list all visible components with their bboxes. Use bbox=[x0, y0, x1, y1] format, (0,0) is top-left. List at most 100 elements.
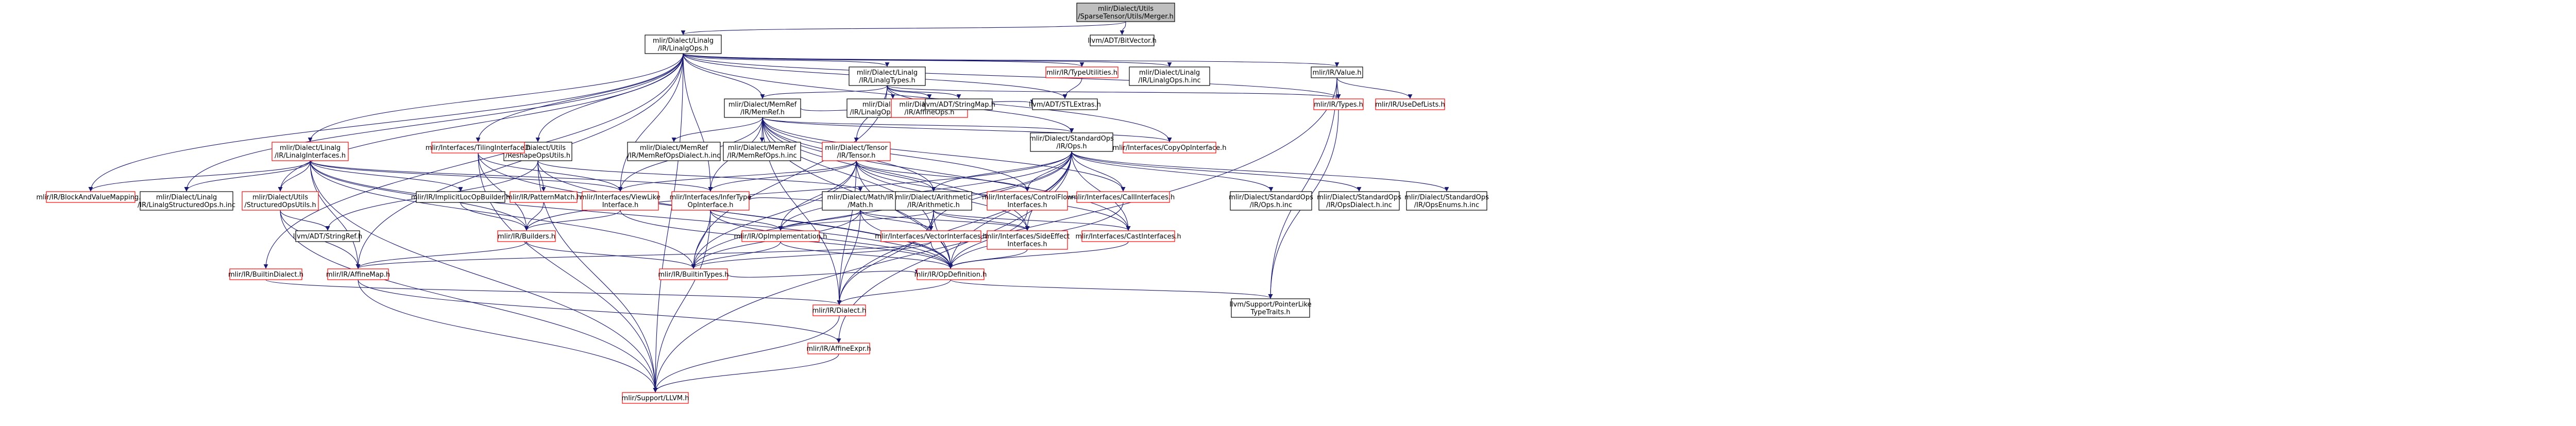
node-linalgtypes[interactable]: mlir/Dialect/Linalg/IR/LinalgTypes.h bbox=[849, 66, 926, 86]
node-label: mlir/Dialect/Linalg bbox=[653, 37, 714, 45]
node-label: /IR/OpsEnums.h.inc bbox=[1414, 201, 1480, 209]
node-callint[interactable]: mlir/Interfaces/CallInterfaces.h bbox=[1072, 191, 1175, 203]
node-memref[interactable]: mlir/Dialect/MemRef/IR/MemRef.h bbox=[724, 98, 801, 118]
node-label: /IR/LinalgStructuredOps.h.inc bbox=[138, 201, 235, 209]
edge-arith-to-sideeffect bbox=[933, 210, 1030, 231]
node-box bbox=[510, 191, 578, 203]
node-linalgops[interactable]: mlir/Dialect/Linalg/IR/LinalgOps.h bbox=[645, 35, 722, 54]
node-box bbox=[1406, 191, 1487, 211]
node-stringref[interactable]: llvm/ADT/StringRef.h bbox=[293, 230, 362, 242]
edge-linalgops-to-linalgopsinc bbox=[683, 53, 1172, 67]
node-label: mlir/Dialect/Math/IR bbox=[827, 194, 893, 201]
node-label: /IR/Ops.h.inc bbox=[1250, 201, 1292, 209]
node-bitvector[interactable]: llvm/ADT/BitVector.h bbox=[1088, 35, 1157, 46]
node-typeutils[interactable]: mlir/IR/TypeUtilities.h bbox=[1045, 66, 1118, 78]
node-patternmatch[interactable]: mlir/IR/PatternMatch.h bbox=[506, 191, 581, 203]
edge-tensor-to-infertype bbox=[708, 160, 857, 192]
node-affineexpr[interactable]: mlir/IR/AffineExpr.h bbox=[806, 343, 871, 354]
nodes-layer: mlir/Dialect/Utils/SparseTensor/Utils/Me… bbox=[36, 3, 1489, 404]
node-box bbox=[1045, 66, 1118, 78]
node-box bbox=[416, 191, 505, 203]
edge-linalginterfaces-to-infertype bbox=[310, 160, 713, 192]
node-copyop[interactable]: mlir/Interfaces/CopyOpInterface.h bbox=[1113, 142, 1227, 154]
node-label: mlir/Dialect/StandardOps bbox=[1317, 194, 1401, 201]
node-stddialectinc[interactable]: mlir/Dialect/StandardOps/IR/OpsDialect.h… bbox=[1317, 191, 1401, 211]
edge-linalgtypes-to-memref bbox=[760, 85, 888, 99]
node-blockarg[interactable]: mlir/IR/BlockAndValueMapping.h bbox=[36, 191, 145, 203]
node-label: mlir/IR/BuiltinTypes.h bbox=[658, 271, 728, 279]
node-memrefdialectinc[interactable]: mlir/Dialect/MemRef/IR/MemRefOpsDialect.… bbox=[627, 142, 721, 161]
node-builtintypes[interactable]: mlir/IR/BuiltinTypes.h bbox=[658, 268, 729, 280]
edge-implicitloc-to-builders bbox=[460, 202, 529, 231]
node-box bbox=[229, 268, 302, 280]
node-affinemap[interactable]: mlir/IR/AffineMap.h bbox=[326, 268, 390, 280]
node-opimpl[interactable]: mlir/IR/OpImplementation.h bbox=[734, 230, 827, 242]
edge-infertype-to-builtintypes bbox=[691, 210, 711, 269]
edge-memref-to-controlflow bbox=[762, 117, 1030, 192]
node-arith[interactable]: mlir/Dialect/Arithmetic/IR/Arithmetic.h bbox=[895, 191, 972, 211]
edge-root-to-linalgops bbox=[681, 21, 1126, 35]
edge-memref-to-castint bbox=[762, 117, 1131, 231]
node-label: llvm/ADT/BitVector.h bbox=[1088, 37, 1156, 45]
node-tiling[interactable]: mlir/Interfaces/TilingInterface.h bbox=[426, 142, 531, 154]
edge-structuredops-to-stringref bbox=[280, 210, 330, 231]
node-stlextras[interactable]: llvm/ADT/STLExtras.h bbox=[1029, 98, 1101, 110]
node-label: OpInterface.h bbox=[687, 201, 733, 209]
edge-viewlike-to-builders bbox=[524, 210, 621, 231]
edge-linalgops-to-memref bbox=[683, 53, 765, 99]
node-box bbox=[917, 268, 985, 280]
node-box bbox=[987, 191, 1068, 211]
edge-tensor-to-builtintypes bbox=[691, 160, 857, 269]
node-label: mlir/Dialect/StandardOps bbox=[1229, 194, 1313, 201]
node-box bbox=[1076, 3, 1175, 22]
node-linalgopsinc[interactable]: mlir/Dialect/Linalg/IR/LinalgOps.h.inc bbox=[1129, 66, 1210, 86]
node-box bbox=[1129, 66, 1210, 86]
node-label: /IR/LinalgOps.h bbox=[658, 45, 708, 53]
edge-typeutils-to-stlextras bbox=[1062, 77, 1082, 99]
node-label: mlir/Interfaces/VectorInterfaces.h bbox=[875, 233, 987, 241]
node-label: /IR/Arithmetic.h bbox=[907, 201, 960, 209]
node-stdenums[interactable]: mlir/Dialect/StandardOps/IR/OpsEnums.h.i… bbox=[1404, 191, 1489, 211]
node-label: mlir/IR/TypeUtilities.h bbox=[1046, 69, 1117, 77]
edge-linalgops-to-builtindialect bbox=[263, 53, 684, 269]
node-tensor[interactable]: mlir/Dialect/Tensor/IR/Tensor.h bbox=[822, 142, 891, 161]
edge-linalginterfaces-to-viewlike bbox=[310, 160, 623, 192]
node-structuredops[interactable]: mlir/Dialect/Utils/StructuredOpsUtils.h bbox=[242, 191, 319, 211]
edge-linalginterfaces-to-implicitloc bbox=[310, 160, 463, 192]
node-structinc[interactable]: mlir/Dialect/Linalg/IR/LinalgStructuredO… bbox=[138, 191, 235, 211]
node-memrefopsinc[interactable]: mlir/Dialect/MemRef/IR/MemRefOps.h.inc bbox=[723, 142, 801, 161]
node-dialect[interactable]: mlir/IR/Dialect.h bbox=[812, 304, 867, 316]
node-stringmap[interactable]: llvm/ADT/StringMap.h bbox=[922, 98, 995, 110]
node-stdops[interactable]: mlir/Dialect/StandardOps/IR/Ops.h bbox=[1029, 132, 1114, 152]
edge-linalgops-to-blockarg bbox=[88, 53, 684, 192]
edge-linalginterfaces-to-blockarg bbox=[88, 160, 311, 192]
node-vectorint[interactable]: mlir/Interfaces/VectorInterfaces.h bbox=[875, 230, 987, 242]
node-builtindialect[interactable]: mlir/IR/BuiltinDialect.h bbox=[228, 268, 303, 280]
node-label: mlir/Dialect/Utils bbox=[1098, 5, 1154, 13]
node-castint[interactable]: mlir/Interfaces/CastInterfaces.h bbox=[1075, 230, 1181, 242]
node-math[interactable]: mlir/Dialect/Math/IR/Math.h bbox=[822, 191, 899, 211]
node-irtypes[interactable]: mlir/IR/Types.h bbox=[1313, 98, 1364, 110]
node-llvmh[interactable]: mlir/Support/LLVM.h bbox=[622, 392, 689, 404]
edge-stdops-to-sideeffect bbox=[1025, 151, 1072, 231]
edge-tiling-to-llvmh bbox=[478, 152, 658, 393]
node-reshapeops[interactable]: mlir/Dialect/Utils/ReshapeOpsUtils.h bbox=[503, 142, 572, 161]
node-stdopsinc[interactable]: mlir/Dialect/StandardOps/IR/Ops.h.inc bbox=[1229, 191, 1313, 211]
node-box bbox=[1081, 230, 1175, 242]
node-implicitloc[interactable]: mlir/IR/ImplicitLocOpBuilder.h bbox=[411, 191, 510, 203]
edge-linalginterfaces-to-builtintypes bbox=[310, 160, 696, 269]
node-label: mlir/Dialect/Linalg bbox=[857, 69, 918, 77]
node-builders[interactable]: mlir/IR/Builders.h bbox=[497, 230, 556, 242]
node-value[interactable]: mlir/IR/Value.h bbox=[1311, 66, 1363, 78]
node-usedeflists[interactable]: mlir/IR/UseDefLists.h bbox=[1375, 98, 1445, 110]
edge-affinemap-to-llvmh bbox=[358, 279, 658, 393]
node-opdef[interactable]: mlir/IR/OpDefinition.h bbox=[914, 268, 987, 280]
node-box bbox=[671, 191, 750, 211]
node-label: mlir/Dialect/StandardOps bbox=[1029, 135, 1114, 143]
node-linalginterfaces[interactable]: mlir/Dialect/Linalg/IR/LinalgInterfaces.… bbox=[272, 142, 349, 161]
